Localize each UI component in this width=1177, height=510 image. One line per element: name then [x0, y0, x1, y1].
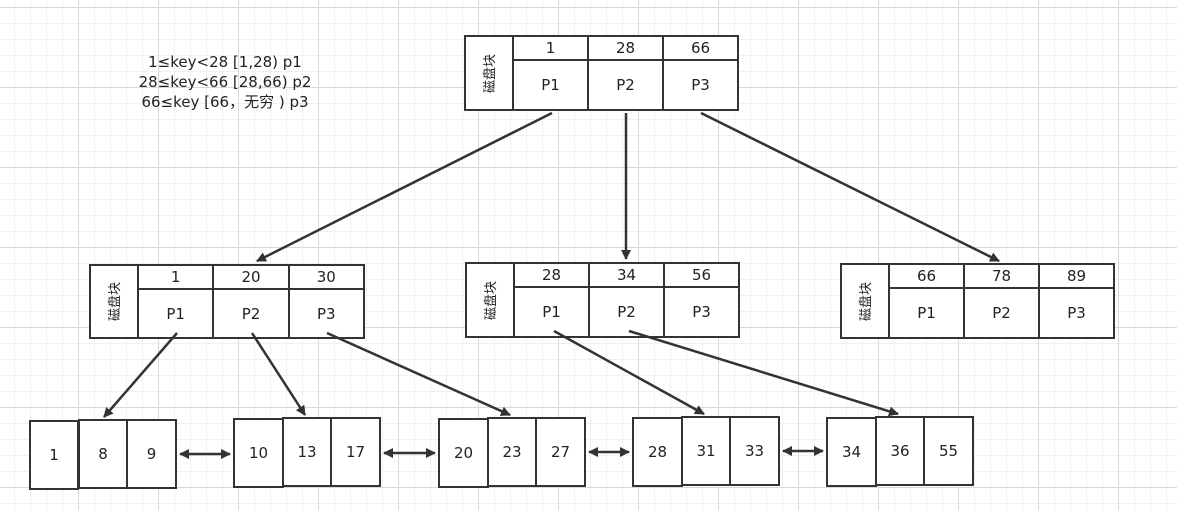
- disk-block-label: 磁盘块: [842, 265, 890, 337]
- leaf-4-cell-1: 28: [632, 417, 683, 487]
- root-key-3: 66: [664, 37, 737, 61]
- internal1-ptr-1: P1: [166, 304, 185, 323]
- internal2-ptr-2: P2: [617, 303, 636, 321]
- leaf-2-cell-3: 17: [330, 417, 381, 487]
- internal2-key-2: 34: [590, 264, 663, 288]
- internal3-ptr-2: P2: [992, 304, 1011, 322]
- arrow-internal1-p1: [103, 332, 178, 418]
- leaf-4-cell-3: 33: [729, 416, 780, 486]
- internal3-ptr-1: P1: [917, 304, 936, 322]
- leaf-1-cell-1: 1: [29, 420, 79, 490]
- leaf-3-cell-3: 27: [535, 417, 586, 487]
- arrow-root-p1: [256, 111, 553, 263]
- leaf-1-cell-2: 8: [78, 419, 128, 489]
- internal3-key-2: 78: [965, 265, 1038, 289]
- internal3-key-1: 66: [890, 265, 963, 289]
- arrow-internal2-p2: [628, 329, 899, 417]
- root-ptr-3: P3: [691, 76, 710, 94]
- disk-block-label: 磁盘块: [467, 264, 515, 336]
- root-key-2: 28: [589, 37, 662, 61]
- internal2-key-3: 56: [665, 264, 738, 288]
- internal1-ptr-2: P2: [241, 304, 261, 323]
- leaf-5-cell-3: 55: [923, 416, 974, 486]
- leaf-5-cell-2: 36: [875, 416, 925, 486]
- leaf-3-cell-1: 20: [438, 418, 489, 488]
- root-ptr-1: P1: [541, 76, 560, 94]
- arrow-internal2-p1: [553, 329, 705, 416]
- internal1-ptr-3: P3: [317, 304, 336, 323]
- internal2-key-1: 28: [515, 264, 588, 288]
- legend-line-2: 28≤key<66 [28,66) p2: [138, 73, 312, 91]
- leaf-2-cell-1: 10: [233, 418, 284, 488]
- root-ptr-2: P2: [616, 76, 635, 94]
- legend-line-1: 1≤key<28 [1,28) p1: [148, 53, 302, 71]
- arrow-internal1-p3: [326, 331, 511, 417]
- leaf-1-cell-3: 9: [126, 419, 177, 489]
- root-key-1: 1: [514, 37, 587, 61]
- disk-block-label: 磁盘块: [466, 37, 514, 109]
- leaf-3-cell-2: 23: [487, 417, 537, 487]
- disk-block-label: 磁盘块: [91, 266, 139, 337]
- internal1-key-3: 30: [289, 266, 363, 290]
- internal3-key-3: 89: [1040, 265, 1113, 289]
- arrow-root-p3: [700, 111, 1000, 263]
- internal1-key-2: 20: [214, 266, 288, 290]
- leaf-2-cell-2: 13: [282, 417, 332, 487]
- leaf-5-cell-1: 34: [826, 417, 877, 487]
- key-range-legend: 1≤key<28 [1,28) p1 28≤key<66 [28,66) p2 …: [120, 52, 330, 112]
- internal2-ptr-1: P1: [542, 303, 561, 321]
- leaf-4-cell-2: 31: [681, 416, 731, 486]
- internal2-ptr-3: P3: [692, 303, 711, 321]
- legend-line-3: 66≤key [66，无穷 ) p3: [141, 93, 309, 111]
- arrow-internal1-p2: [250, 332, 307, 416]
- internal1-key-1: 1: [139, 266, 213, 290]
- internal3-ptr-3: P3: [1067, 304, 1086, 322]
